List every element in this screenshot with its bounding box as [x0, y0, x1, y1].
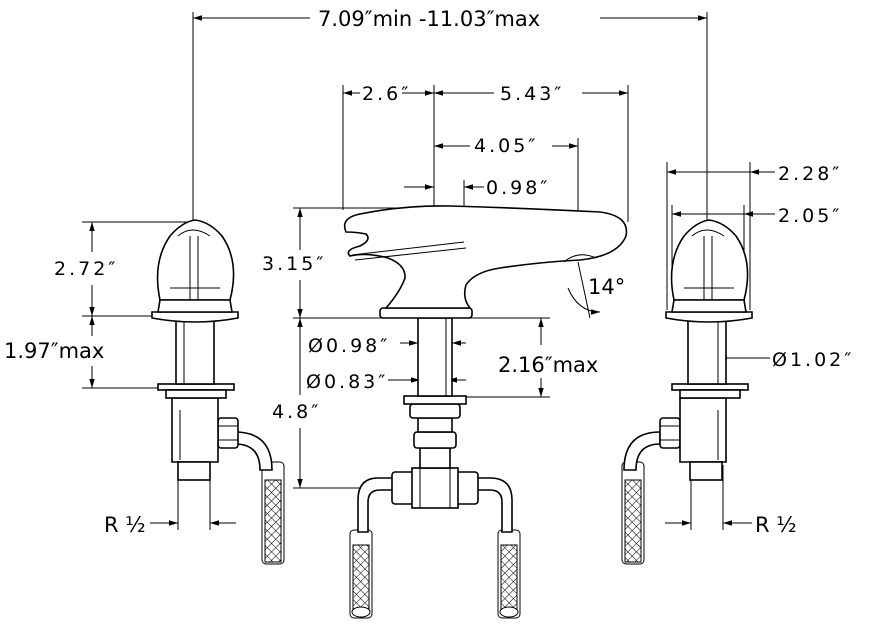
- spread-label: 7.09″min -11.03″max: [318, 7, 540, 31]
- dimension-labels: 7.09″min -11.03″max 2.6″ 5.43″ 4.05″ 0.9…: [4, 4, 854, 537]
- left-handle-valve: [151, 219, 285, 565]
- thread-right-label: R ½: [755, 513, 797, 537]
- thread-left-label: R ½: [104, 513, 146, 537]
- aerator-reach-label: 4.05″: [474, 135, 538, 157]
- spout-height-label: 3.15″: [262, 253, 326, 275]
- spout-base-label: 0.98″: [486, 177, 550, 199]
- flange-inner-label: 2.05″: [778, 205, 842, 227]
- inner-diameter-label: Ø0.83″: [306, 371, 388, 393]
- flange-outer-label: 2.28″: [778, 163, 842, 185]
- deck-thickness-left-label: 1.97″max: [4, 339, 104, 363]
- valve-diameter-label: Ø1.02″: [772, 349, 854, 371]
- spout-reach-label: 5.43″: [500, 83, 564, 105]
- right-handle-valve: [621, 219, 753, 565]
- angle-label: 14°: [588, 275, 625, 299]
- handle-offset-label: 2.6″: [362, 83, 411, 105]
- center-spout: [343, 205, 628, 619]
- total-height-label: 4.8″: [272, 401, 321, 423]
- shank-diameter-label: Ø0.98″: [308, 335, 390, 357]
- handle-height-label: 2.72″: [54, 258, 118, 280]
- deck-thickness-center-label: 2.16″max: [498, 353, 598, 377]
